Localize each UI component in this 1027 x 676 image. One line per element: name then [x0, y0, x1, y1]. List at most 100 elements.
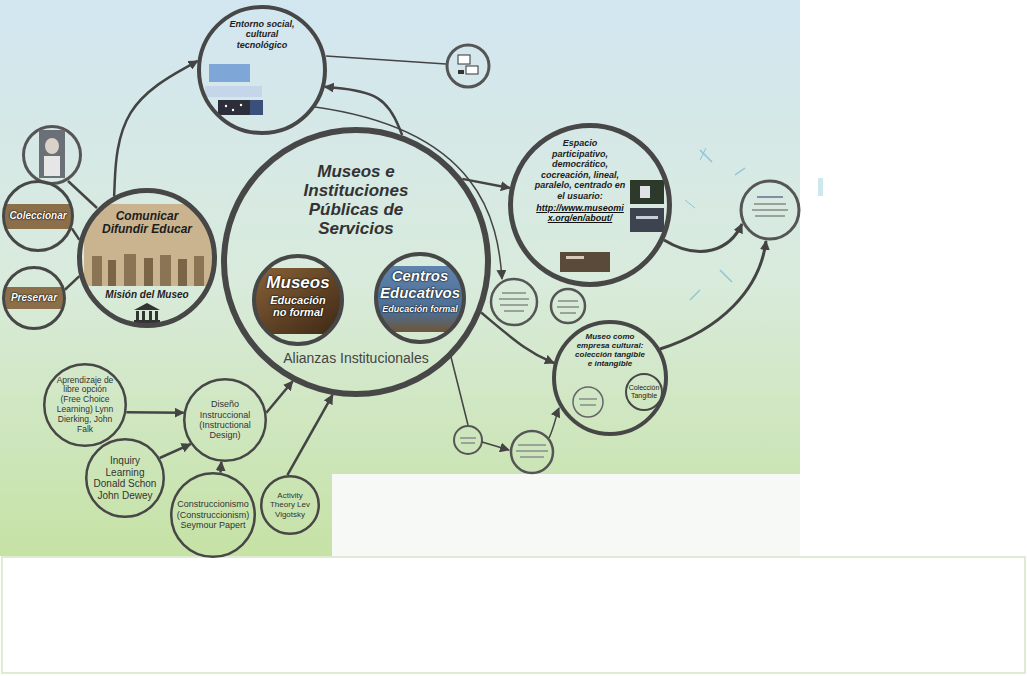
video-figure — [566, 256, 584, 259]
concept-circle: Espacio participativo, democrático, cocr… — [508, 123, 672, 287]
collect-image — [0, 204, 76, 229]
node-text: Preservar — [4, 292, 64, 304]
engraving-figure — [92, 256, 102, 286]
node-text: Misión del Museo — [91, 289, 203, 301]
connector-arrow — [126, 411, 183, 414]
circle-outline-shape — [184, 379, 266, 461]
concept-circle: Coleccionar — [2, 180, 74, 252]
circle-outline-shape — [4, 182, 73, 251]
connector-arrow — [266, 381, 292, 413]
portrait-figure — [45, 138, 59, 154]
video-figure — [636, 216, 658, 219]
temple-column — [142, 311, 145, 320]
node-text: http://www.museomix.org/en/about/ — [534, 203, 626, 224]
note-circle — [454, 426, 482, 454]
video-thumb — [630, 208, 664, 232]
video-thumb — [630, 180, 664, 204]
connector-line — [68, 181, 97, 208]
entorno-image — [218, 100, 250, 115]
engraving-figure — [144, 258, 153, 286]
circle-outline-shape — [626, 374, 662, 410]
node-text: Museo como empresa cultural: colección t… — [574, 333, 646, 369]
connector-line — [451, 357, 468, 425]
portrait-photo — [39, 130, 65, 178]
device-icon — [466, 66, 478, 74]
device-circle — [447, 45, 489, 87]
photo-fill — [250, 268, 346, 334]
entorno-image — [250, 100, 263, 115]
image-circle — [24, 127, 81, 184]
note-circle — [511, 431, 553, 473]
future-circle — [741, 181, 799, 239]
circle-outline-shape — [80, 191, 215, 326]
image-dot — [240, 104, 242, 106]
tiny-text — [557, 306, 579, 308]
concept-circle: Comunicar Difundir EducarMisión del Muse… — [77, 188, 217, 328]
connector-line — [549, 408, 559, 438]
concept-circle: Diseño Instruccional (Instructional Desi… — [183, 378, 267, 462]
seed-line — [735, 168, 745, 175]
school-photo — [372, 266, 468, 332]
concept-circle: Museo como empresa cultural: colección t… — [552, 320, 668, 436]
video-thumb — [560, 252, 610, 272]
node-text: Diseño Instruccional (Instructional Desi… — [190, 399, 260, 440]
concept-circle: Colección Tangible — [625, 373, 663, 411]
tiny-text — [579, 398, 597, 400]
circle-outline-shape — [4, 268, 65, 329]
node-text: Entorno social, cultural tecnológico — [222, 19, 302, 50]
device-icon — [458, 70, 464, 74]
portrait-figure — [44, 156, 60, 176]
circle-outline-shape — [554, 322, 666, 434]
tiny-text — [754, 203, 786, 205]
node-text: Aprendizaje de libre opción (Free Choice… — [54, 376, 116, 435]
concept-circle: Construccionismo (Construccionism) Seymo… — [170, 472, 256, 558]
seed-line — [690, 290, 700, 300]
mission-engraving — [84, 204, 212, 286]
tiny-text — [499, 298, 529, 300]
blank-panel — [332, 474, 800, 556]
faint-mark — [818, 178, 823, 196]
node-text: Coleccionar — [4, 210, 72, 222]
connector-arrow — [72, 228, 80, 240]
connector-arrow — [481, 313, 554, 363]
circle-outline-shape — [171, 473, 255, 557]
concept-circle: Entorno social, cultural tecnológico — [197, 5, 327, 135]
tiny-text — [560, 312, 576, 314]
concept-circle: Inquiry Learning Donald Schon John Dewey — [85, 438, 165, 518]
concept-circle: Aprendizaje de libre opción (Free Choice… — [43, 363, 127, 447]
connector-arrow — [219, 462, 222, 473]
tiny-text — [500, 304, 528, 306]
circle-outline-shape — [224, 130, 488, 394]
circle-outline-shape — [376, 254, 464, 342]
entorno-image — [205, 86, 262, 97]
image-band — [0, 204, 76, 229]
tiny-text — [755, 215, 785, 217]
photo-fill — [372, 266, 468, 332]
museum-photo — [250, 268, 346, 334]
concept-circle: Centros EducativosEducación formal — [374, 252, 466, 344]
node-text: Construccionismo (Construccionism) Seymo… — [174, 499, 252, 530]
node-text: Educación no formal — [262, 294, 334, 319]
engraving-ground — [84, 204, 212, 286]
circle-outline-shape — [86, 439, 164, 517]
seed-line — [720, 270, 732, 282]
connector-arrow — [65, 276, 79, 290]
circle-outline-shape — [44, 364, 126, 446]
entorno-image — [209, 64, 250, 82]
engraving-figure — [124, 254, 136, 286]
circle-outline — [77, 188, 217, 328]
temple-roof — [134, 303, 160, 310]
concept-circle: Preservar — [2, 266, 66, 330]
temple-column — [155, 311, 158, 320]
connector-arrow — [287, 395, 332, 475]
tiny-text — [460, 437, 476, 439]
note-circle — [491, 279, 537, 325]
temple-icon — [134, 303, 160, 323]
node-text: Colección Tangible — [627, 384, 661, 400]
node-text: Comunicar Difundir Educar — [102, 210, 192, 236]
node-text: Museos e Instituciones Públicas de Servi… — [276, 162, 436, 238]
circle-outline-shape — [199, 7, 325, 133]
note-circle — [573, 387, 603, 417]
